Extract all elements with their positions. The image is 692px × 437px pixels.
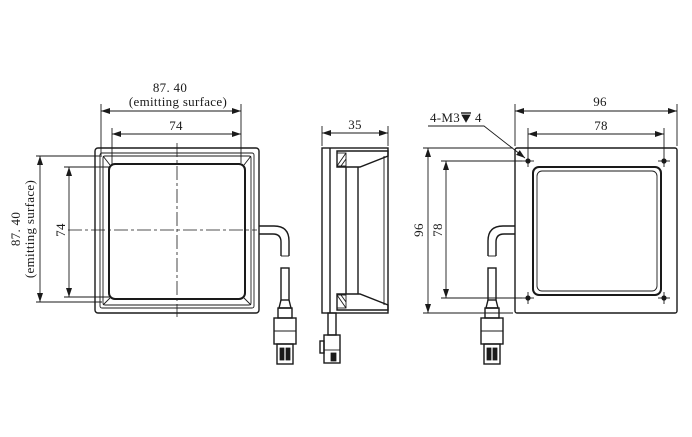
depth-value: 35 <box>348 117 362 132</box>
emitting-width-note: (emitting surface) <box>129 94 227 109</box>
cable-segment <box>487 267 497 301</box>
mounting-hole-icon <box>522 292 534 304</box>
cable-segment <box>280 267 290 301</box>
side-dimensions: 35 <box>321 117 389 146</box>
depth-symbol-icon <box>461 112 471 123</box>
cable-outer-edge <box>259 225 290 256</box>
side-connector <box>319 312 341 364</box>
inner-width-value: 74 <box>169 118 183 133</box>
mounting-hole-icon <box>522 155 534 167</box>
connector-pin-left <box>279 347 285 361</box>
side-bottom-clip-hatch <box>340 294 347 303</box>
emitting-height-note: (emitting surface) <box>22 180 37 278</box>
back-connector <box>480 299 504 365</box>
mounting-hole-icon <box>658 292 670 304</box>
back-dimensions: 96 78 96 78 4-M3 4 <box>411 94 678 314</box>
hole-callout: 4-M3 4 <box>428 110 526 159</box>
side-cable-segment <box>327 312 337 336</box>
connector-pin-left <box>486 347 492 361</box>
connector-strain-relief <box>485 299 499 309</box>
hole-callout-prefix: 4-M3 <box>430 110 460 125</box>
corner-chamfer-bottom-right <box>243 297 252 306</box>
side-connector-latch <box>330 352 337 362</box>
back-panel-inner-edge <box>536 170 658 292</box>
side-view <box>319 147 389 364</box>
side-top-clip-hatch <box>336 152 347 167</box>
emitting-height-value: 87. 40 <box>8 212 23 246</box>
cable-inner-edge <box>259 233 282 256</box>
emitting-width-value: 87. 40 <box>153 80 187 95</box>
back-panel <box>532 166 662 296</box>
connector-plug <box>483 343 501 365</box>
side-top-clip-hatch <box>340 158 347 167</box>
front-cable <box>259 225 290 301</box>
cable-outer-edge <box>487 225 515 256</box>
inner-height-value: 74 <box>53 223 68 237</box>
front-dimensions: 87. 40 (emitting surface) 74 87. 40 (emi… <box>8 80 242 303</box>
corner-chamfer-top-left <box>102 155 111 166</box>
side-outer-profile <box>321 147 389 314</box>
mounting-hole-icon <box>658 155 670 167</box>
connector-pin-right <box>285 347 291 361</box>
outer-width-value: 96 <box>593 94 607 109</box>
back-view <box>480 147 678 365</box>
front-connector <box>273 299 297 365</box>
front-view <box>68 143 297 365</box>
hole-pitch-width-value: 78 <box>594 118 608 133</box>
corner-chamfer-top-right <box>243 155 252 166</box>
side-bottom-clip-hatch <box>336 294 347 309</box>
cable-inner-edge <box>495 233 515 256</box>
outer-height-value: 96 <box>411 223 426 237</box>
side-connector-tab <box>319 340 325 354</box>
back-outer-frame <box>514 147 678 314</box>
hole-callout-leader <box>428 125 526 159</box>
connector-neck <box>277 307 293 319</box>
connector-pin-right <box>492 347 498 361</box>
hole-callout-depth: 4 <box>475 110 482 125</box>
corner-chamfer-bottom-left <box>102 297 111 306</box>
back-cable <box>487 225 515 301</box>
connector-plug <box>276 343 294 365</box>
connector-strain-relief <box>278 299 292 309</box>
hole-pitch-height-value: 78 <box>430 223 445 237</box>
